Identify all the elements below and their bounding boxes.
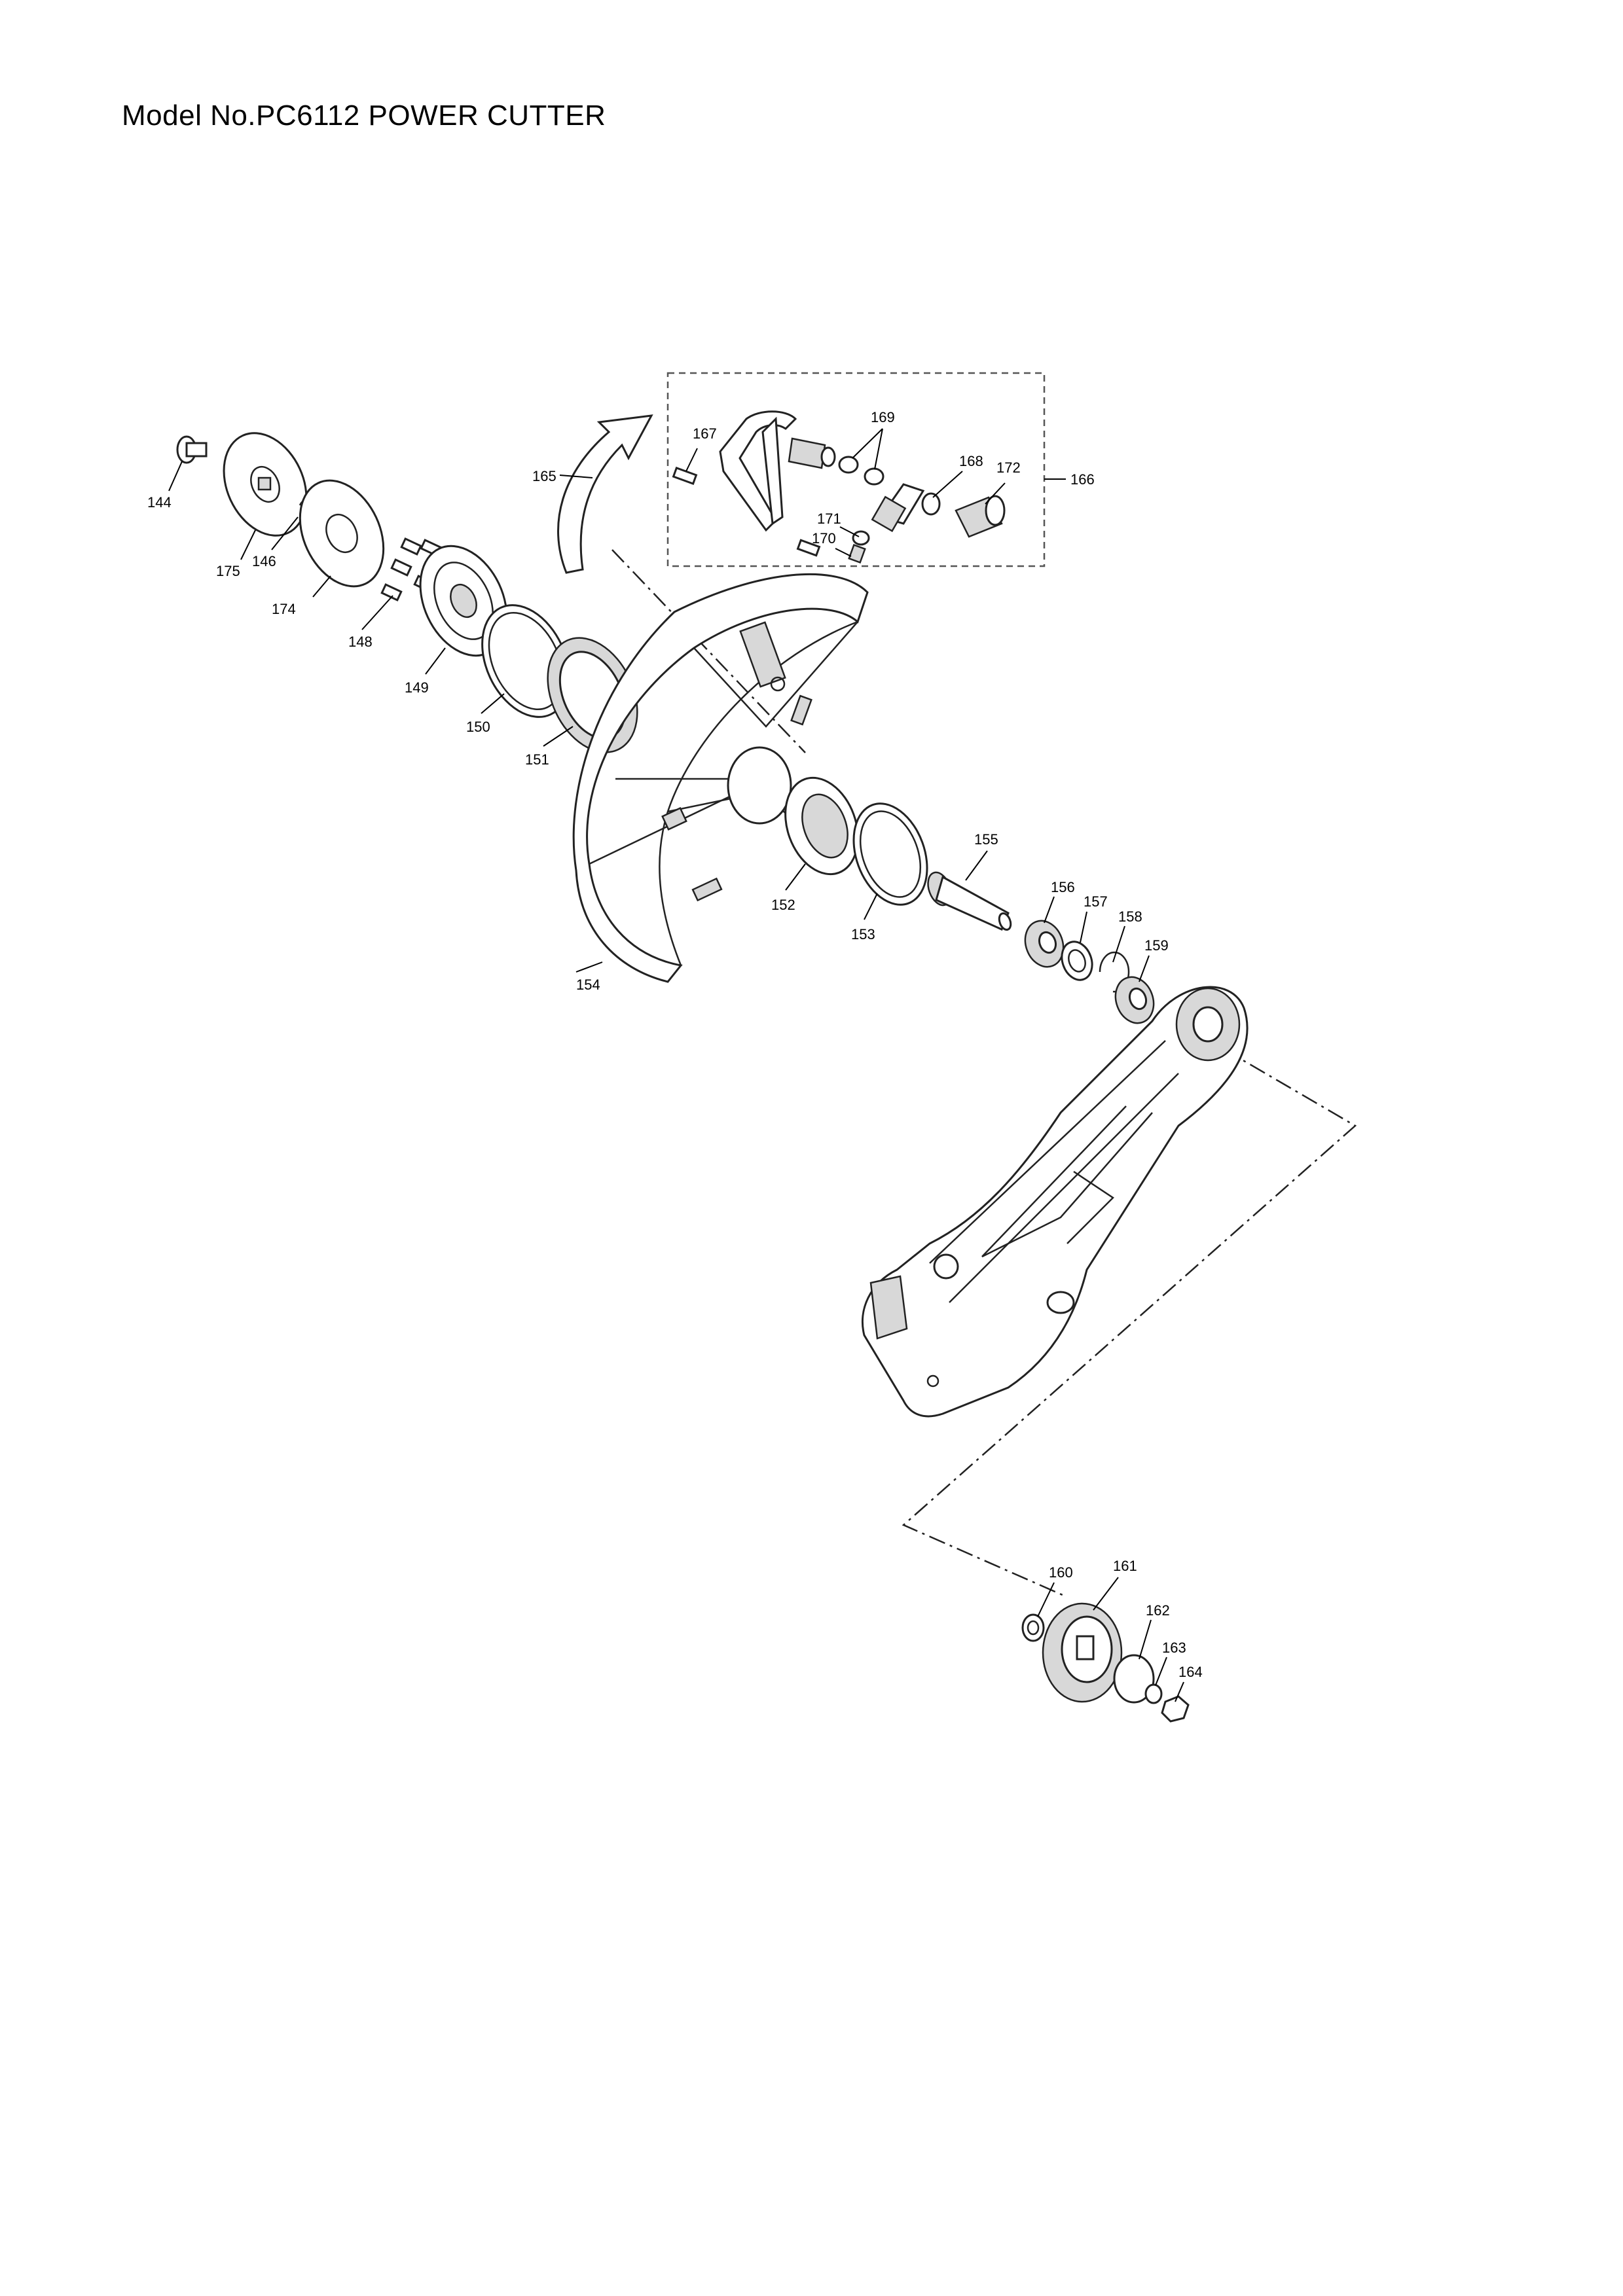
- bearing-159: [1114, 976, 1155, 1024]
- callout-146: 146: [252, 553, 276, 569]
- leader-lines: [168, 428, 1184, 1702]
- callout-170: 170: [812, 530, 836, 547]
- callout-144: 144: [147, 494, 172, 511]
- assembly-guide-lines: [611, 549, 1357, 1598]
- callout-166: 166: [1070, 471, 1095, 488]
- callout-157: 157: [1084, 893, 1108, 910]
- o-ring-150: [481, 604, 570, 718]
- bearing-156: [1024, 920, 1065, 968]
- callout-153: 153: [851, 926, 875, 942]
- callout-154: 154: [576, 977, 600, 993]
- callout-171: 171: [817, 511, 841, 527]
- blade-guard-154: [572, 573, 869, 983]
- callout-150: 150: [466, 719, 490, 735]
- callout-169: 169: [871, 409, 895, 425]
- page-title: Model No.PC6112 POWER CUTTER: [122, 99, 606, 132]
- blade-rotation-arrow: [557, 414, 653, 574]
- bolt-144: [176, 435, 208, 464]
- pulley-assembly: [1021, 1602, 1190, 1723]
- callout-155: 155: [974, 831, 998, 848]
- callout-172: 172: [996, 459, 1021, 476]
- callout-175: 175: [216, 563, 240, 579]
- spindle-shaft-155: [927, 871, 1012, 931]
- callout-163: 163: [1162, 1640, 1186, 1656]
- callout-160: 160: [1049, 1564, 1073, 1581]
- callout-164: 164: [1178, 1664, 1203, 1680]
- cutting-arm: [861, 986, 1249, 1418]
- callout-156: 156: [1051, 879, 1075, 895]
- outer-flange-175: [223, 432, 308, 537]
- kit-166-parts: [672, 410, 1006, 564]
- callout-165: 165: [532, 468, 556, 484]
- ring-157: [1061, 941, 1093, 981]
- locking-ring-152: [784, 776, 859, 876]
- callout-151: 151: [525, 751, 549, 768]
- callout-162: 162: [1146, 1602, 1170, 1619]
- kit-166-dashed-box: [666, 372, 1046, 567]
- o-ring-153: [852, 802, 928, 906]
- callout-152: 152: [771, 897, 795, 913]
- callout-168: 168: [959, 453, 983, 469]
- callout-158: 158: [1118, 908, 1142, 925]
- callout-159: 159: [1144, 937, 1169, 954]
- callout-167: 167: [693, 425, 717, 442]
- inner-flange-174: [299, 479, 385, 588]
- callout-148: 148: [348, 634, 373, 650]
- callout-149: 149: [405, 679, 429, 696]
- callout-labels: 144 175 146 174 148 149 150 151 154 152 …: [147, 409, 1203, 1680]
- callout-174: 174: [272, 601, 296, 617]
- callout-161: 161: [1113, 1558, 1137, 1574]
